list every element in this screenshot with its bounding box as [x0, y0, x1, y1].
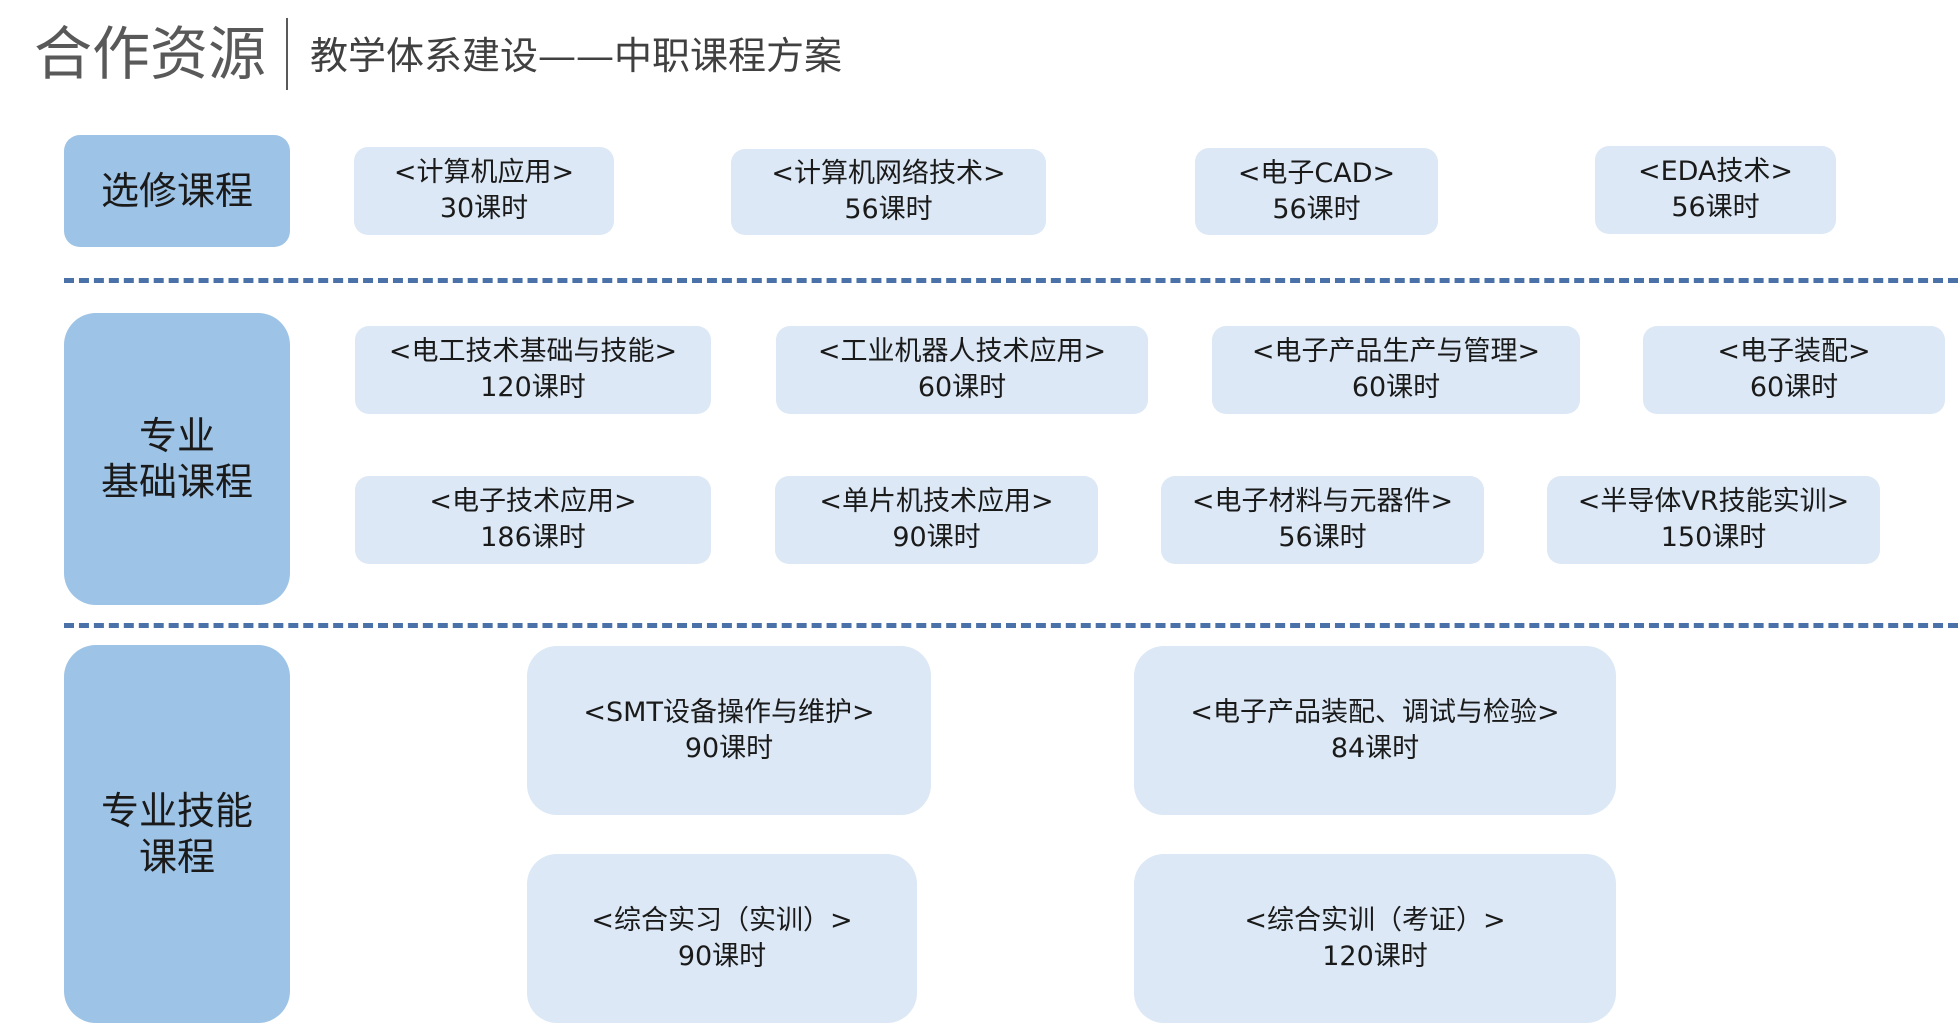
row-separator [64, 278, 1958, 283]
course-name: <计算机应用> [393, 157, 575, 188]
course-box: <电子产品生产与管理> 60课时 [1212, 326, 1580, 414]
course-box: <电子CAD> 56课时 [1195, 148, 1438, 235]
course-name: <SMT设备操作与维护> [583, 696, 875, 728]
course-box: <EDA技术> 56课时 [1595, 146, 1836, 234]
course-box: <综合实训（考证）> 120课时 [1134, 854, 1616, 1023]
row-separator [64, 623, 1958, 628]
course-box: <SMT设备操作与维护> 90课时 [527, 646, 931, 815]
course-box: <电子装配> 60课时 [1643, 326, 1945, 414]
course-hours: 60课时 [1351, 372, 1441, 403]
course-hours: 186课时 [480, 522, 586, 553]
course-name: <电子产品装配、调试与检验> [1190, 696, 1560, 728]
course-hours: 30课时 [439, 193, 529, 224]
course-name: <工业机器人技术应用> [817, 336, 1107, 367]
course-box: <计算机网络技术> 56课时 [731, 149, 1046, 235]
category-skills: 专业技能 课程 [64, 645, 290, 1023]
course-name: <半导体VR技能实训> [1577, 486, 1850, 517]
course-box: <计算机应用> 30课时 [354, 147, 614, 235]
course-hours: 90课时 [684, 732, 774, 764]
course-hours: 150课时 [1660, 522, 1767, 553]
page-subtitle: 教学体系建设——中职课程方案 [310, 34, 843, 78]
course-hours: 56课时 [844, 194, 933, 225]
course-hours: 56课时 [1272, 193, 1361, 225]
course-box: <电子产品装配、调试与检验> 84课时 [1134, 646, 1616, 815]
course-name: <单片机技术应用> [819, 486, 1054, 517]
course-box: <电子技术应用> 186课时 [355, 476, 711, 564]
course-hours: 60课时 [1749, 372, 1839, 403]
course-name: <电子CAD> [1237, 157, 1396, 189]
course-box: <综合实习（实训）> 90课时 [527, 854, 917, 1023]
course-hours: 120课时 [1322, 940, 1428, 972]
course-name: <电子装配> [1717, 336, 1871, 367]
course-box: <工业机器人技术应用> 60课时 [776, 326, 1148, 414]
title-divider [286, 18, 288, 90]
course-name: <综合实习（实训）> [591, 904, 853, 936]
course-hours: 56课时 [1671, 192, 1760, 223]
course-hours: 84课时 [1330, 732, 1420, 764]
course-name: <EDA技术> [1637, 156, 1794, 187]
course-name: <计算机网络技术> [771, 158, 1006, 189]
course-name: <电子材料与元器件> [1191, 486, 1454, 517]
category-foundation: 专业 基础课程 [64, 313, 290, 605]
course-box: <电子材料与元器件> 56课时 [1161, 476, 1484, 564]
course-box: <单片机技术应用> 90课时 [775, 476, 1098, 564]
course-hours: 90课时 [892, 522, 981, 553]
course-hours: 120课时 [480, 372, 586, 403]
page-title: 合作资源 [34, 20, 267, 88]
course-box: <半导体VR技能实训> 150课时 [1547, 476, 1880, 564]
course-hours: 60课时 [917, 372, 1007, 403]
course-name: <电工技术基础与技能> [388, 336, 678, 367]
category-elective: 选修课程 [64, 135, 290, 247]
course-name: <综合实训（考证）> [1244, 904, 1506, 936]
course-hours: 56课时 [1278, 522, 1367, 553]
course-name: <电子技术应用> [429, 486, 637, 517]
course-name: <电子产品生产与管理> [1251, 336, 1541, 367]
course-hours: 90课时 [677, 940, 767, 972]
course-box: <电工技术基础与技能> 120课时 [355, 326, 711, 414]
